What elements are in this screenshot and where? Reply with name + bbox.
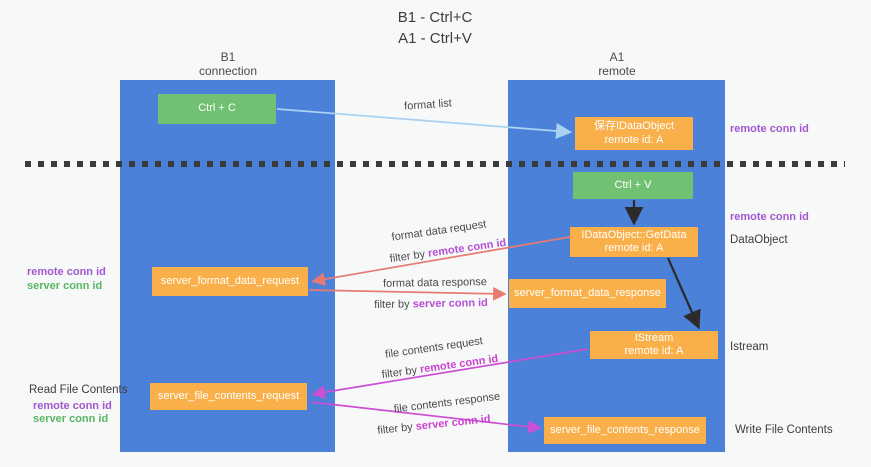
save-idataobject-line1: 保存IDataObject <box>593 120 675 132</box>
filter-by-text: filter by <box>374 298 413 311</box>
format-data-response-label: format data response <box>382 276 488 290</box>
server-conn-id-label-left-file: server conn id <box>33 413 109 425</box>
left-column-title: B1 <box>220 50 236 64</box>
getdata-to-istream-arrow <box>666 257 701 330</box>
server-file-contents-request-label: server_file_contents_request <box>157 389 300 402</box>
remote-conn-id-label-right: remote conn id <box>730 211 809 223</box>
format-data-request-arrow <box>311 236 571 286</box>
save-idataobject-node: 保存IDataObject remote id: A <box>575 117 693 150</box>
remote-conn-id-label-top-right: remote conn id <box>730 123 809 135</box>
server-conn-id-label-left-format: server conn id <box>27 280 103 292</box>
read-file-contents-label: Read File Contents <box>29 384 128 396</box>
istream-line2: remote id: A <box>624 345 684 357</box>
save-idataobject-line2: remote id: A <box>604 133 664 146</box>
getdata-node: IDataObject::GetData remote id: A <box>570 227 698 257</box>
istream-line1: IStream <box>634 331 674 344</box>
dataobject-label: DataObject <box>730 234 788 246</box>
ctrl-c-label: Ctrl + C <box>198 102 236 115</box>
filter-by-server-conn-id-format: filter by server conn id <box>374 297 488 311</box>
right-column-subtitle: remote <box>598 64 636 78</box>
format-list-arrow <box>276 108 573 140</box>
right-column-title: A1 <box>609 50 625 64</box>
server-format-data-request-label: server_format_data_request <box>160 274 300 287</box>
istream-side-label: Istream <box>730 341 769 353</box>
ctrl-v-node: Ctrl + V <box>573 172 693 199</box>
right-column-header: A1 remote <box>537 50 697 78</box>
left-column-header: B1 connection <box>148 50 308 78</box>
server-format-data-response-node: server_format_data_response <box>509 279 666 308</box>
server-file-contents-response-node: server_file_contents_response <box>544 417 706 444</box>
ctrl-c-node: Ctrl + C <box>158 94 276 124</box>
server-file-contents-request-node: server_file_contents_request <box>150 383 307 410</box>
write-file-contents-label: Write File Contents <box>735 424 833 436</box>
title-line-2: A1 - Ctrl+V <box>398 30 472 47</box>
istream-node: IStream remote id: A <box>590 331 718 359</box>
format-data-response-arrow <box>308 286 507 301</box>
getdata-line2: remote id: A <box>604 242 664 254</box>
getdata-line1: IDataObject::GetData <box>581 228 687 241</box>
remote-conn-id-label-left-format: remote conn id <box>27 266 106 278</box>
diagram-title: B1 - Ctrl+C A1 - Ctrl+V <box>295 7 575 49</box>
file-contents-request-arrow <box>311 348 589 399</box>
remote-conn-id-label-left-file: remote conn id <box>33 400 112 412</box>
left-column-subtitle: connection <box>198 64 258 78</box>
title-line-1: B1 - Ctrl+C <box>397 9 473 26</box>
server-conn-id-filter-value: server conn id <box>412 297 488 311</box>
file-contents-response-arrow <box>310 401 542 434</box>
ctrl-v-label: Ctrl + V <box>614 178 652 191</box>
server-file-contents-response-label: server_file_contents_response <box>550 423 700 436</box>
server-format-data-response-label: server_format_data_response <box>514 286 661 299</box>
server-format-data-request-node: server_format_data_request <box>152 267 308 296</box>
